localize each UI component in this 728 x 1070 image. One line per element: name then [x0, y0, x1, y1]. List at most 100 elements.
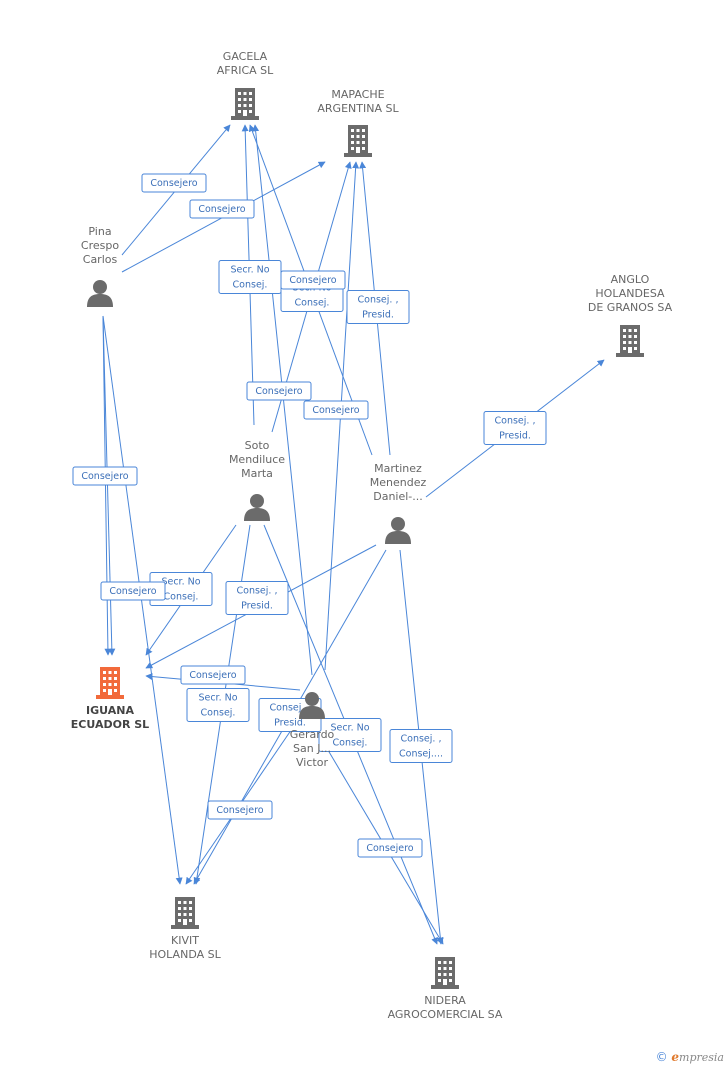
edge-label-e6[interactable]: Consejero — [246, 381, 312, 401]
edge-label-e16[interactable]: Consejero — [280, 270, 346, 290]
node-label-pina: Carlos — [83, 253, 118, 266]
edge-label-text: Consejero — [150, 178, 197, 189]
edge-label-e21[interactable]: Consejero — [100, 581, 166, 601]
edge-label-box — [318, 718, 382, 752]
node-label-soto: Marta — [241, 467, 273, 480]
node-label-sanj: Gerardo — [290, 728, 335, 741]
edge-label-e3[interactable]: Consejero — [72, 466, 138, 486]
edge-label-text: Consej. , — [237, 586, 278, 597]
edge-label-e9[interactable]: Secr. No Consej. — [318, 718, 382, 752]
edge-labels-layer: ConsejeroConsejeroConsejeroConsejeroSecr… — [72, 173, 547, 858]
edge-label-text: Presid. — [499, 431, 531, 442]
node-label-sanj: San J... — [293, 742, 331, 755]
node-label-anglo: HOLANDESA — [595, 287, 665, 300]
edge-label-e13[interactable]: Consej. , Presid. — [225, 581, 289, 615]
node-martinez[interactable]: MartinezMenendezDaniel-... — [370, 462, 427, 544]
node-label-martinez: Martinez — [374, 462, 422, 475]
edge-label-text: Presid. — [274, 718, 306, 729]
edge-label-text: Consej. — [333, 738, 368, 749]
node-label-mapache: MAPACHE — [331, 88, 384, 101]
edge-label-text: Consej. — [164, 592, 199, 603]
node-label-mapache: ARGENTINA SL — [317, 102, 399, 115]
edge-label-box — [72, 466, 138, 486]
building-icon — [431, 957, 459, 989]
edge-label-e19[interactable]: Consejero — [207, 800, 273, 820]
person-icon — [385, 517, 411, 544]
edge-label-e18[interactable]: Consejero — [180, 665, 246, 685]
edge-label-e15[interactable]: Consej. , Consej.... — [389, 729, 453, 763]
building-icon — [616, 325, 644, 357]
edge-label-text: Consej. — [201, 708, 236, 719]
copyright-footer: © empresia — [656, 1050, 724, 1064]
building-icon — [344, 125, 372, 157]
edge-label-e1[interactable]: Consejero — [141, 173, 207, 193]
edge-label-text: Consejero — [255, 386, 302, 397]
edge-label-text: Consejero — [366, 843, 413, 854]
edge-label-text: Consej.... — [399, 749, 443, 760]
edge-label-box — [280, 270, 346, 290]
node-label-pina: Pina — [88, 225, 111, 238]
edge-label-text: Consejero — [312, 405, 359, 416]
person-icon — [87, 280, 113, 307]
edge-label-box — [346, 290, 410, 324]
edge-label-text: Consej. , — [401, 734, 442, 745]
node-label-sanj: Victor — [296, 756, 328, 769]
node-label-nidera: NIDERA — [424, 994, 466, 1007]
edge-label-box — [303, 400, 369, 420]
node-label-martinez: Menendez — [370, 476, 427, 489]
edge-label-e8[interactable]: Secr. No Consej. — [186, 688, 250, 722]
edge-label-text: Consej. — [233, 280, 268, 291]
edge-label-box — [207, 800, 273, 820]
edge-label-text: Secr. No — [198, 693, 237, 704]
edge-label-box — [180, 665, 246, 685]
copyright-symbol: © — [655, 1050, 668, 1064]
edge-label-box — [225, 581, 289, 615]
edges-layer — [102, 124, 605, 945]
edge-label-text: Consejero — [81, 471, 128, 482]
edge-label-text: Presid. — [241, 601, 273, 612]
edge-label-box — [246, 381, 312, 401]
node-label-soto: Mendiluce — [229, 453, 285, 466]
node-label-kivit: KIVIT — [171, 934, 199, 947]
brand-logo-initial: e — [671, 1050, 680, 1064]
edge-label-box — [483, 411, 547, 445]
edge-label-e11[interactable]: Consej. ,Presid. — [346, 290, 410, 324]
brand-logo-text: mpresia — [679, 1051, 724, 1064]
edge-label-box — [189, 199, 255, 219]
edge-label-e12[interactable]: Consej. ,Presid. — [483, 411, 547, 445]
edge-label-text: Consejero — [216, 805, 263, 816]
edge-label-text: Consejero — [189, 670, 236, 681]
node-label-pina: Crespo — [81, 239, 119, 252]
node-label-gacela: AFRICA SL — [217, 64, 274, 77]
edge-label-e17[interactable]: Consejero — [303, 400, 369, 420]
edge-label-text: Consejero — [109, 586, 156, 597]
edge-label-text: Consej. , — [358, 295, 399, 306]
edge-label-e2[interactable]: Consejero — [189, 199, 255, 219]
edge-label-text: Consej. — [295, 298, 330, 309]
edge-label-text: Secr. No — [330, 723, 369, 734]
building-icon — [96, 667, 124, 699]
node-label-iguana: IGUANA — [86, 704, 134, 717]
building-icon — [231, 88, 259, 120]
edge-label-box — [389, 729, 453, 763]
node-label-iguana: ECUADOR SL — [71, 718, 149, 731]
building-icon — [171, 897, 199, 929]
edge-label-text: Consej. , — [270, 703, 311, 714]
node-label-nidera: AGROCOMERCIAL SA — [388, 1008, 503, 1021]
node-label-soto: Soto — [245, 439, 270, 452]
edge-label-text: Consejero — [289, 275, 336, 286]
edge-label-e20[interactable]: Consejero — [357, 838, 423, 858]
edge-label-box — [357, 838, 423, 858]
